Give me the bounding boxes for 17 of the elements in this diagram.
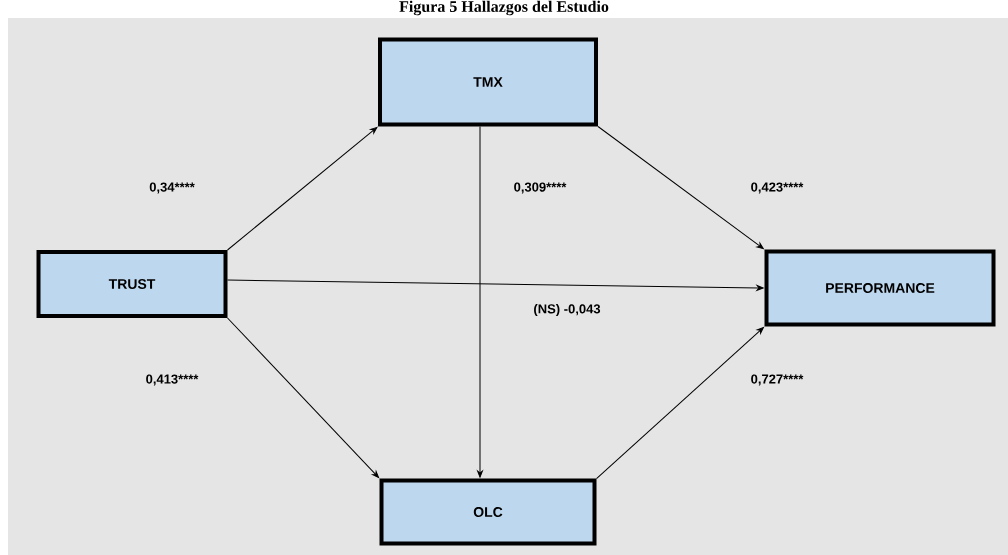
arrow [227,126,378,251]
edge-label: (NS) -0,043 [534,303,601,317]
arrow [477,126,483,478]
edge-label: 0,34**** [149,182,195,194]
title: Figura 5 Hallazgos del Estudio [399,0,609,16]
variable-box: TMX [378,37,598,127]
arrow [227,279,764,291]
edge-label: 0,423**** [751,182,804,194]
variable-box: TRUST [36,250,228,318]
arrow [227,317,380,478]
variable-box: PERFORMANCE [764,249,996,327]
edge-label: 0,413**** [146,374,199,386]
arrow [597,126,764,250]
edge-label: 0,727**** [751,374,804,386]
variable-box: OLC [379,478,597,546]
edge-label: 0,309**** [514,182,567,194]
arrow [596,326,764,479]
